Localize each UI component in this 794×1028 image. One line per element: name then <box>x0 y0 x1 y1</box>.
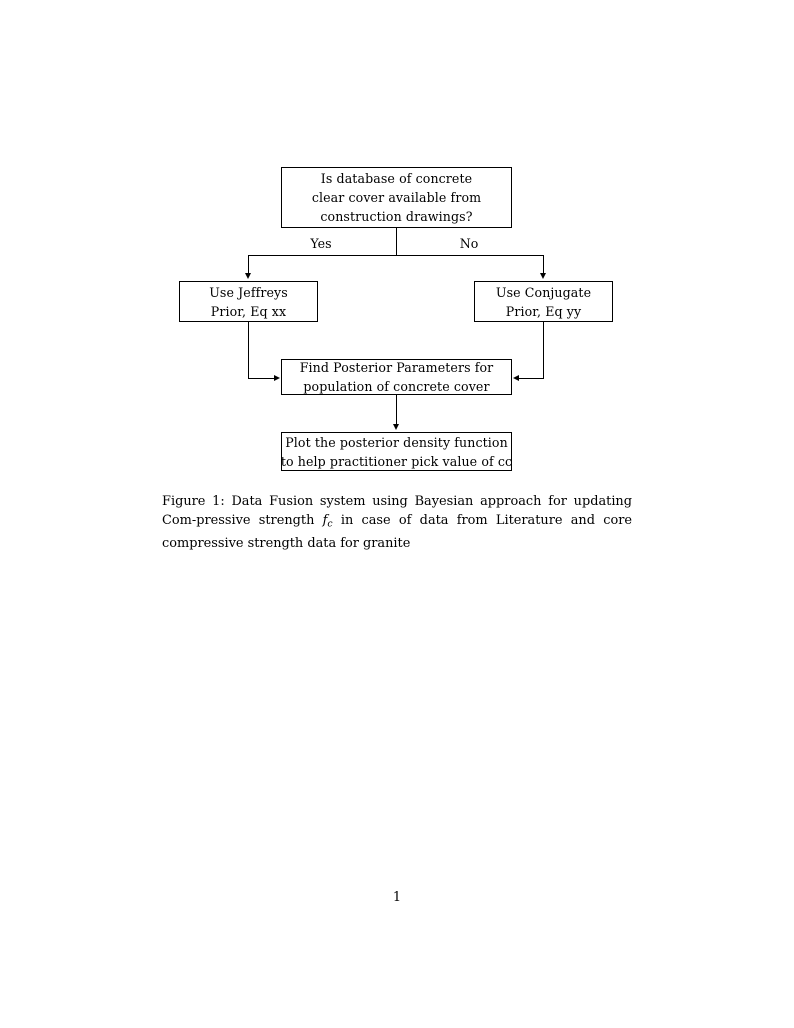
flowchart-node-find-posterior-parameters[interactable]: Find Posterior Parameters for population… <box>281 359 512 395</box>
flowchart-node-plot-posterior-density[interactable]: Plot the posterior density function to h… <box>281 432 512 471</box>
connector-no-drop <box>543 255 544 274</box>
page-number: 1 <box>392 890 402 905</box>
arrowhead-to-jeffreys <box>245 273 251 279</box>
figure-caption: Figure 1: Data Fusion system using Bayes… <box>162 492 632 554</box>
node-decision-line-1: Is database of concrete <box>320 171 473 186</box>
connector-split-bar <box>248 255 544 256</box>
node-plot-line-2: to help practitioner pick value of cc <box>280 453 513 469</box>
connector-yes-drop <box>248 255 249 274</box>
figure-caption-math-subscript: c <box>327 519 333 530</box>
flowchart-node-jeffreys-prior[interactable]: Use Jeffreys Prior, Eq xx <box>179 281 318 322</box>
node-jeffreys-line-1: Use Jeffreys <box>209 284 288 300</box>
edge-label-yes: Yes <box>307 236 335 251</box>
arrowhead-conjugate-to-posterior <box>513 375 519 381</box>
connector-posterior-to-plot <box>396 395 397 426</box>
connector-jeffreys-down <box>248 322 249 379</box>
figure-caption-text-after: in case of data from Literature and core… <box>162 513 633 552</box>
node-posterior-line-2: population of concrete cover <box>303 379 490 394</box>
figure-caption-label: Figure 1: <box>162 494 225 509</box>
figure-caption-math-f: f <box>322 513 328 529</box>
flowchart-node-decision[interactable]: Is database of concrete clear cover avai… <box>281 167 512 228</box>
flowchart-node-conjugate-prior[interactable]: Use Conjugate Prior, Eq yy <box>474 281 613 322</box>
node-jeffreys-line-2: Prior, Eq xx <box>210 303 287 319</box>
flowchart-figure: Is database of concrete clear cover avai… <box>0 0 794 490</box>
node-decision-line-3: construction drawings? <box>320 209 473 224</box>
connector-decision-stem <box>396 228 397 256</box>
arrowhead-to-conjugate <box>540 273 546 279</box>
node-conjugate-line-1: Use Conjugate <box>495 284 592 300</box>
connector-conjugate-left <box>519 378 544 379</box>
node-posterior-line-1: Find Posterior Parameters for <box>299 360 494 375</box>
connector-conjugate-down <box>543 322 544 379</box>
edge-label-no: No <box>456 236 482 251</box>
node-plot-line-1: Plot the posterior density function <box>285 434 508 450</box>
node-decision-line-2: clear cover available from <box>311 190 482 205</box>
connector-jeffreys-right <box>248 378 274 379</box>
figure-caption-text-before: Data Fusion system using Bayesian approa… <box>162 494 632 529</box>
node-conjugate-line-2: Prior, Eq yy <box>505 303 582 319</box>
arrowhead-to-plot <box>393 424 399 430</box>
arrowhead-jeffreys-to-posterior <box>274 375 280 381</box>
